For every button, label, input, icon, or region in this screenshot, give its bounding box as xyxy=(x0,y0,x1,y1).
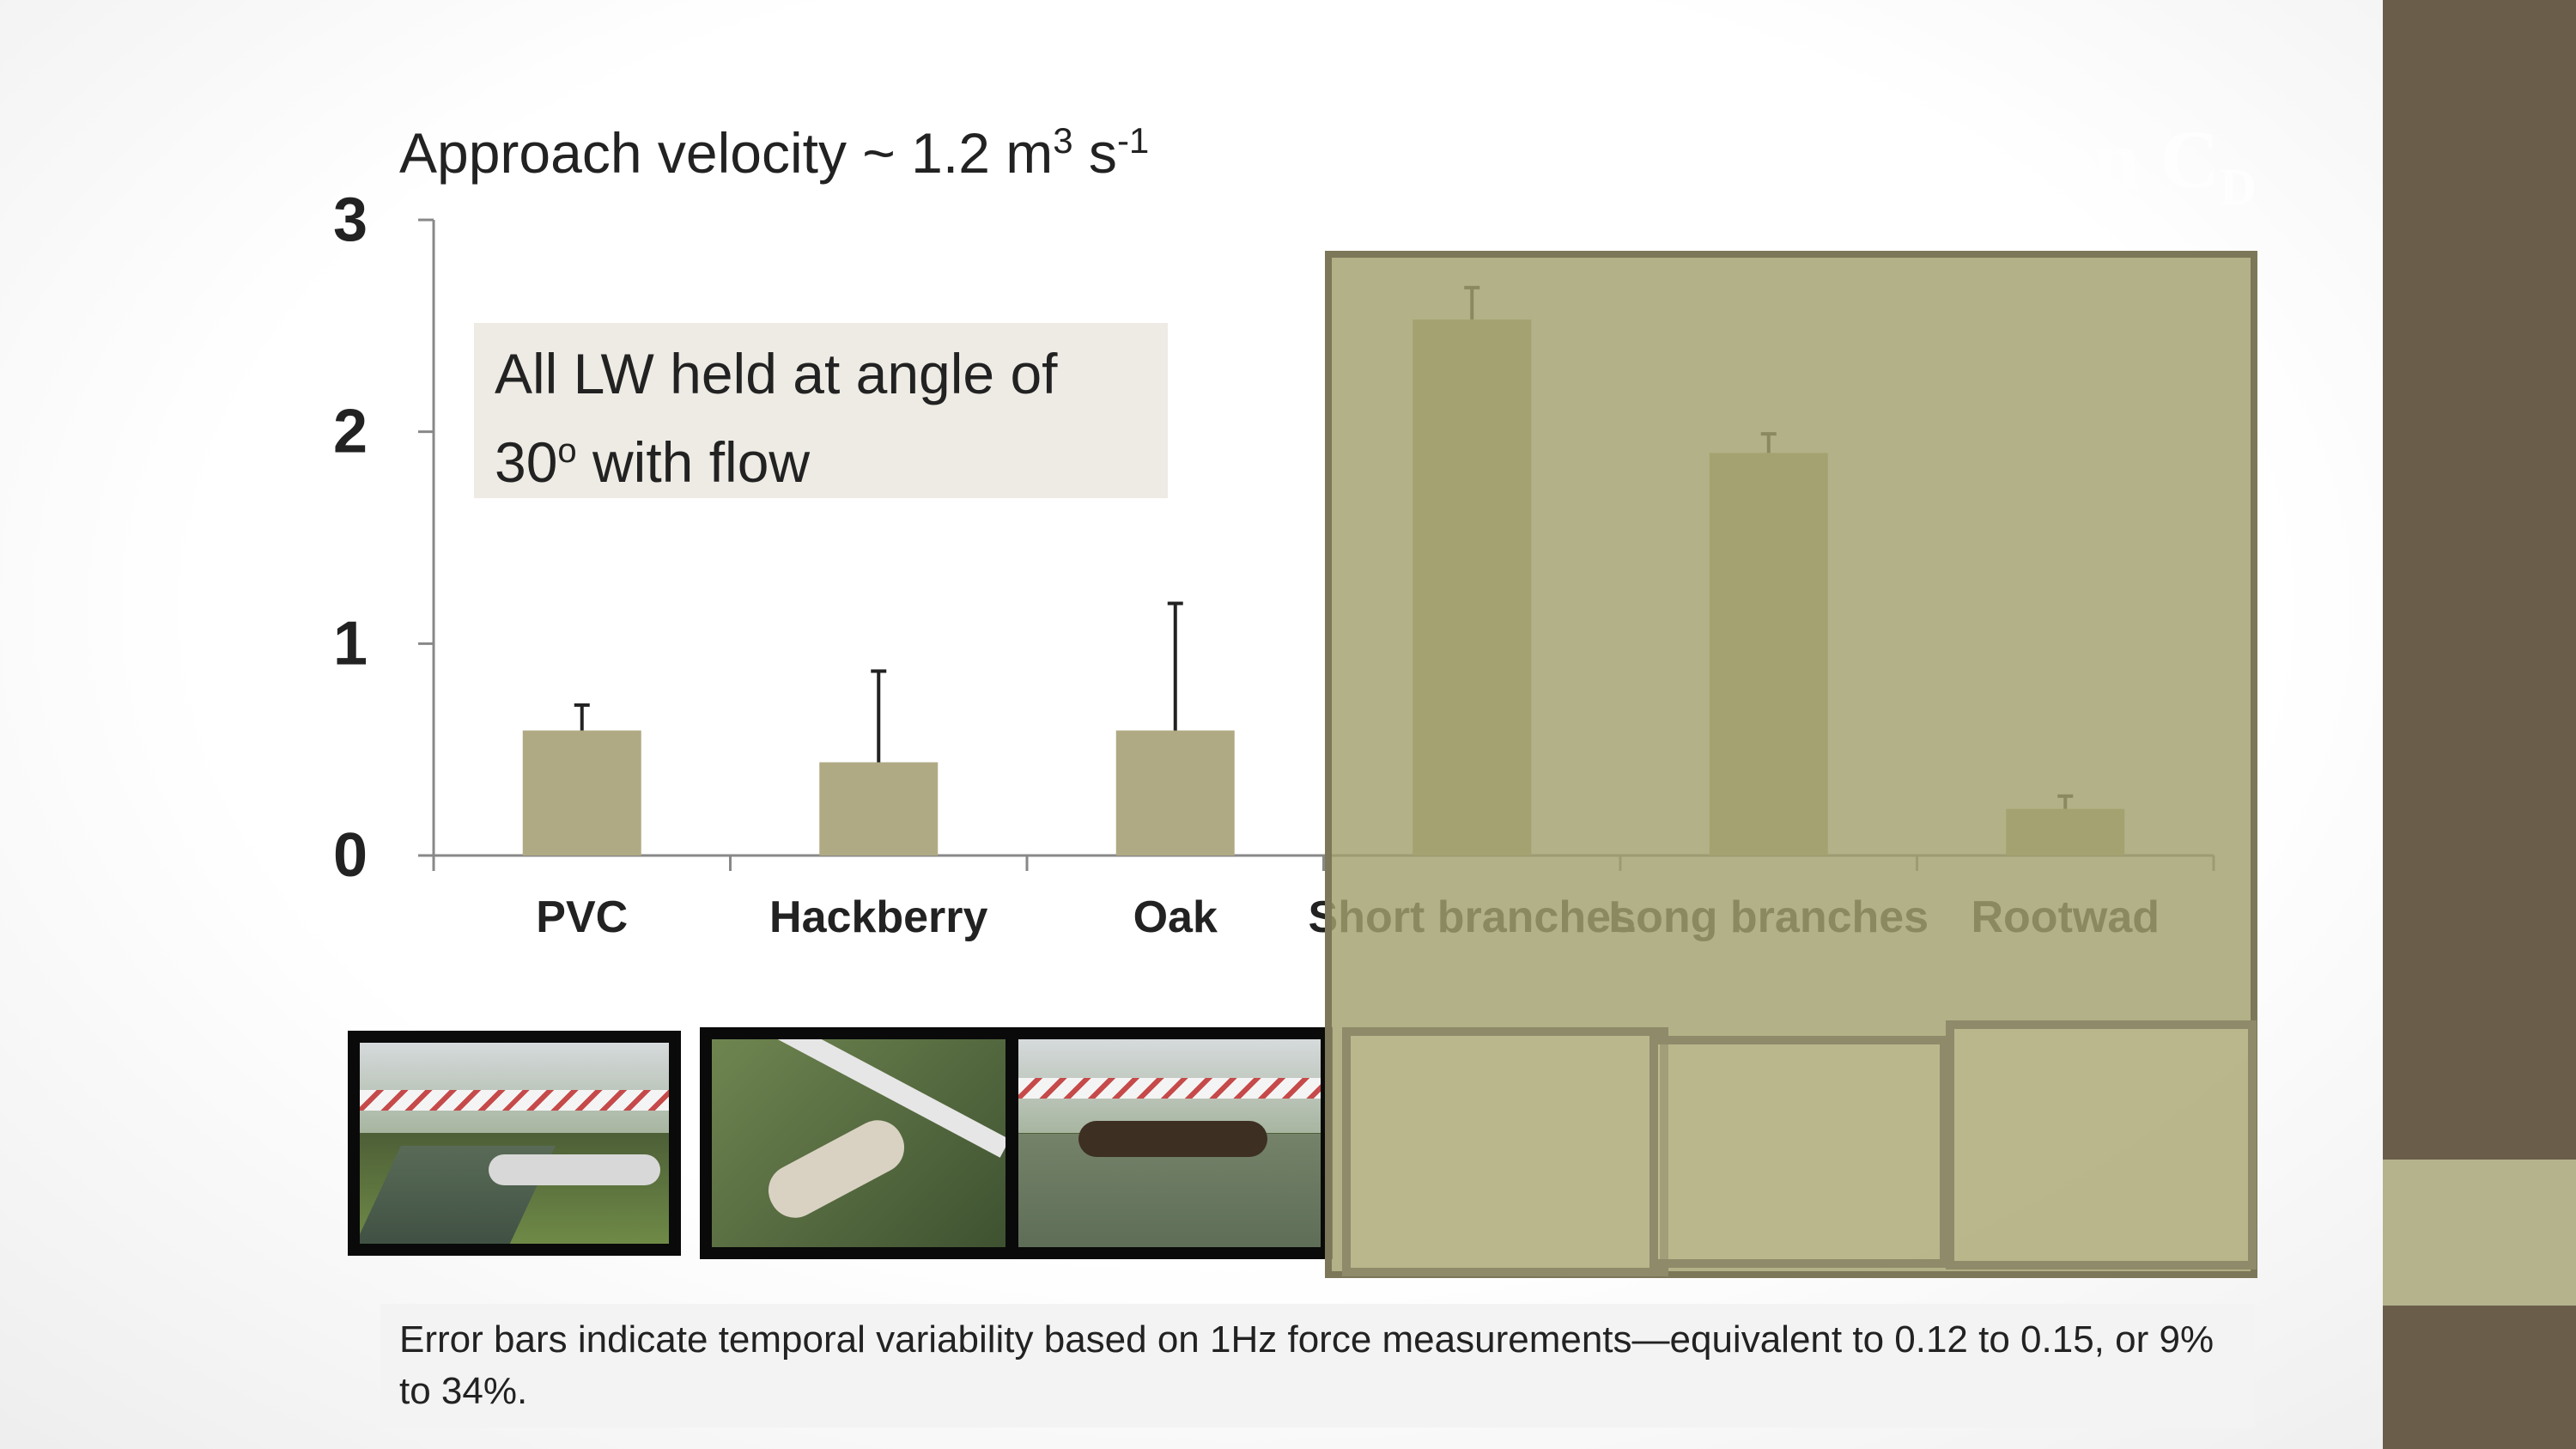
slide-title: on CD xyxy=(2052,113,2257,215)
footnote: Error bars indicate temporal variability… xyxy=(380,1304,2255,1428)
right-accent-block xyxy=(2383,1160,2576,1306)
bar xyxy=(522,730,641,855)
x-tick-label: Oak xyxy=(1133,892,1218,942)
bar xyxy=(1115,730,1235,855)
photo-short-branches xyxy=(1342,1027,1668,1276)
fade-overlay xyxy=(1325,251,2257,1278)
y-tick-label: 1 xyxy=(333,609,368,678)
annotation-box: All LW held at angle of 30o with flow xyxy=(474,323,1168,498)
y-tick-label: 2 xyxy=(333,398,368,466)
y-tick-label: 0 xyxy=(333,821,368,890)
photo-pvc xyxy=(348,1031,681,1256)
photo-long-branches xyxy=(1649,1036,1948,1268)
annotation-line-2: 30o with flow xyxy=(495,430,811,494)
photo-oak xyxy=(1006,1027,1333,1259)
x-tick-label: PVC xyxy=(536,892,628,942)
annotation-line-1: All LW held at angle of xyxy=(495,342,1058,405)
y-tick-label: 3 xyxy=(333,186,368,254)
photo-rootwad xyxy=(1946,1020,2257,1269)
bar xyxy=(819,762,939,855)
chart-title: Approach velocity ~ 1.2 m3 s-1 xyxy=(399,120,1150,185)
x-tick-label: Hackberry xyxy=(769,892,987,942)
photo-hackberry xyxy=(700,1027,1018,1259)
